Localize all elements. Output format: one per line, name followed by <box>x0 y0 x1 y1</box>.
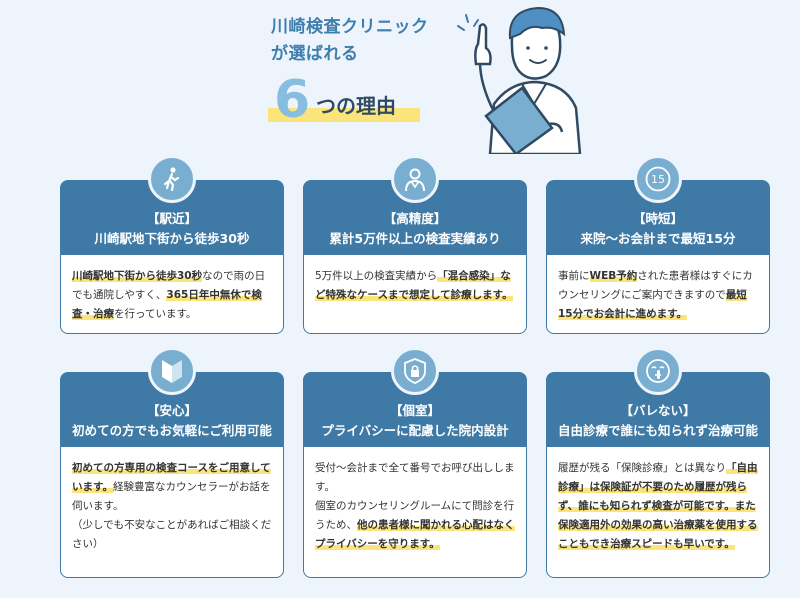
doctor-icon <box>391 155 439 203</box>
reason-card-confidential: 【バレない】 自由診療で誰にも知られず治療可能 履歴が残る「保険診療」とは異なり… <box>546 347 770 578</box>
hero-title-line2: が選ばれる <box>271 44 359 64</box>
highlighted-text: 川崎駅地下街から徒歩30秒 <box>72 270 203 282</box>
shush-face-icon <box>634 347 682 395</box>
card-body: 5万件以上の検査実績から「混合感染」など特殊なケースまで想定して診療します。 <box>304 255 526 315</box>
walking-person-icon <box>148 155 196 203</box>
card-tag: 【駅近】 <box>146 211 197 226</box>
highlighted-text: WEB予約 <box>589 270 638 282</box>
body-text: なので雨の日でも通院しやすく、 <box>72 270 266 301</box>
body-text: 履歴が残る「保険診療」とは異なり <box>558 462 726 474</box>
reason-number: 6 <box>274 70 311 130</box>
body-text: 個室のカウンセリングルームにて問診を行うため、 <box>315 500 515 531</box>
reason-highlight <box>268 108 420 122</box>
card-tag: 【安心】 <box>146 403 197 418</box>
card-body: 受付〜会計まで全て番号でお呼び出しします。個室のカウンセリングルームにて問診を行… <box>304 447 526 564</box>
body-text: 5万件以上の検査実績から <box>315 270 438 282</box>
card-tag: 【時短】 <box>632 211 683 226</box>
hero-section: 川崎検査クリニック が選ばれる 6 つの理由 <box>0 0 800 160</box>
card-title: 自由診療で誰にも知られず治療可能 <box>557 423 758 438</box>
body-text: 経験豊富なカウンセラーがお話を伺います。 <box>72 481 271 512</box>
hero-title-line1: 川崎検査クリニック <box>271 17 429 37</box>
reason-card-quick: 15 【時短】 来院〜お会計まで最短15分 事前にWEB予約された患者様はすぐに… <box>546 155 770 334</box>
card-header: 【駅近】 川崎駅地下街から徒歩30秒 <box>61 181 283 255</box>
clock-15-icon: 15 <box>634 155 682 203</box>
reason-card-accuracy: 【高精度】 累計5万件以上の検査実績あり 5万件以上の検査実績から「混合感染」な… <box>303 155 527 334</box>
body-text: 受付〜会計まで全て番号でお呼び出しします。 <box>315 462 515 493</box>
card-body: 事前にWEB予約された患者様はすぐにカウンセリングにご案内できますので最短15分… <box>547 255 769 334</box>
lock-shield-icon <box>391 347 439 395</box>
reason-text: つの理由 <box>316 94 396 118</box>
card-title: 川崎駅地下街から徒歩30秒 <box>94 231 250 246</box>
card-body: 履歴が残る「保険診療」とは異なり「自由診療」は保険証が不要のため履歴が残らず、誰… <box>547 447 769 564</box>
card-title: プライバシーに配慮した院内設計 <box>321 423 509 438</box>
body-text: を行っています。 <box>114 308 197 320</box>
highlighted-text: 「混合感染」 <box>437 270 501 282</box>
reason-card-relief: 【安心】 初めての方でもお気軽にご利用可能 初めての方専用の検査コースをご用意し… <box>60 347 284 578</box>
card-tag: 【高精度】 <box>383 211 447 226</box>
card-title: 来院〜お会計まで最短15分 <box>580 231 736 246</box>
reason-card-station: 【駅近】 川崎駅地下街から徒歩30秒 川崎駅地下街から徒歩30秒なので雨の日でも… <box>60 155 284 334</box>
card-body: 川崎駅地下街から徒歩30秒なので雨の日でも通院しやすく、365日年中無休で検査・… <box>61 255 283 334</box>
card-tag: 【バレない】 <box>620 403 696 418</box>
card-title: 初めての方でもお気軽にご利用可能 <box>72 423 272 438</box>
card-body: 初めての方専用の検査コースをご用意しています。経験豊富なカウンセラーがお話を伺い… <box>61 447 283 564</box>
doctor-illustration-icon <box>457 6 582 154</box>
body-text: （少しでも不安なことがあればご相談ください） <box>72 519 272 550</box>
card-tag: 【個室】 <box>389 403 440 418</box>
body-text: された患者様はすぐにカウンセリングにご案内できますので <box>558 270 753 301</box>
reason-heading: 6 つの理由 <box>268 72 428 128</box>
body-text: 事前に <box>558 270 590 282</box>
clock-15-label: 15 <box>651 173 665 186</box>
beginner-mark-icon <box>148 347 196 395</box>
hero-title: 川崎検査クリニック が選ばれる <box>271 14 429 68</box>
card-title: 累計5万件以上の検査実績あり <box>329 231 501 246</box>
reason-card-private-room: 【個室】 プライバシーに配慮した院内設計 受付〜会計まで全て番号でお呼び出ししま… <box>303 347 527 578</box>
